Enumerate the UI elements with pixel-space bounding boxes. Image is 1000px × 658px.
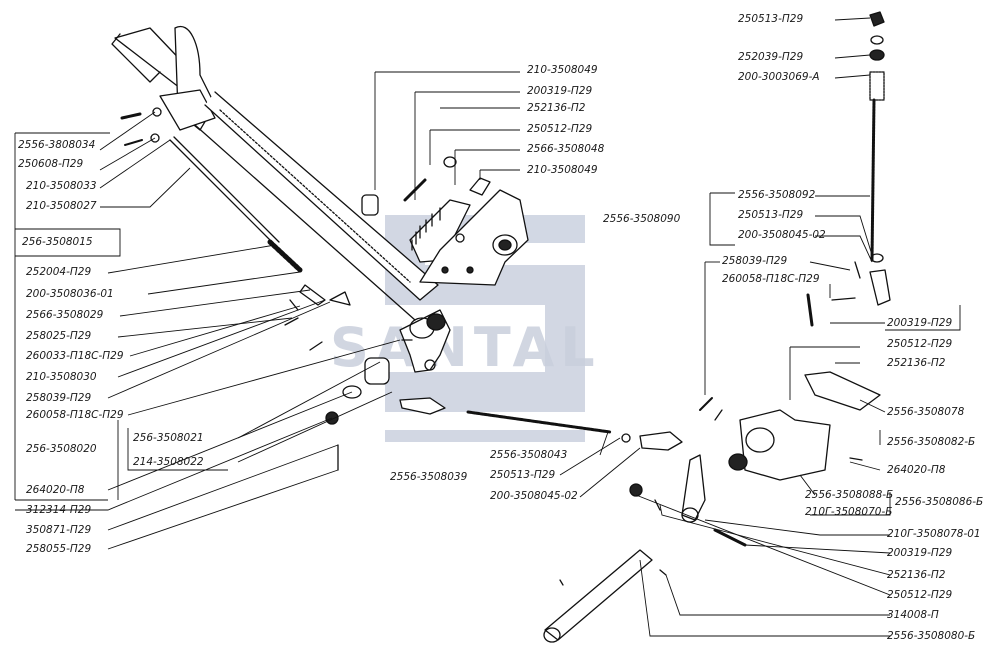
part-label: 210-3508049 <box>527 64 598 76</box>
part-label: 250513-П29 <box>738 209 804 221</box>
part-label: 210-3508049 <box>527 164 598 176</box>
part-label: 252136-П2 <box>887 357 946 369</box>
part-label: 200-3508045-02 <box>738 229 826 241</box>
part-label: 2556-3508092 <box>738 189 816 201</box>
part-label: 250513-П29 <box>490 469 556 481</box>
part-label: 250608-П29 <box>18 158 84 170</box>
part-label: 258039-П29 <box>722 255 788 267</box>
part-label: 2556-3508082-Б <box>887 436 976 448</box>
part-label: 210-3508027 <box>26 200 97 212</box>
part-label: 2556-3808034 <box>18 139 96 151</box>
part-label: 256-3508021 <box>133 432 204 444</box>
part-label: 200319-П29 <box>527 85 593 97</box>
part-label: 256-3508015 <box>22 236 93 248</box>
part-label: 250512-П29 <box>887 338 953 350</box>
part-label: 350871-П29 <box>26 524 92 536</box>
part-label: 250513-П29 <box>738 13 804 25</box>
part-label: 2556-3508078 <box>887 406 965 418</box>
part-label: 260058-П18С-П29 <box>26 409 124 421</box>
part-label: 210-3508033 <box>26 180 97 192</box>
part-label: 314008-П <box>887 609 939 621</box>
part-label: 2556-3508090 <box>603 213 681 225</box>
part-label: 210-3508030 <box>26 371 97 383</box>
part-label: 200-3508036-01 <box>26 288 114 300</box>
part-label: 258025-П29 <box>26 330 92 342</box>
part-label: 264020-П8 <box>887 464 946 476</box>
part-label: 260033-П18С-П29 <box>26 350 124 362</box>
part-label: 2566-3508029 <box>26 309 104 321</box>
part-label: 210Г-3508070-Б <box>805 506 893 518</box>
part-label: 252004-П29 <box>26 266 92 278</box>
part-label: 258039-П29 <box>26 392 92 404</box>
part-label: 256-3508020 <box>26 443 97 455</box>
part-label: 252039-П29 <box>738 51 804 63</box>
part-label: 2566-3508048 <box>527 143 605 155</box>
part-label: 252136-П2 <box>887 569 946 581</box>
part-label: 264020-П8 <box>26 484 85 496</box>
part-label: 2556-3508043 <box>490 449 568 461</box>
part-label: 2556-3508080-Б <box>887 630 976 642</box>
part-label: 2556-3508039 <box>390 471 468 483</box>
part-label: 250512-П29 <box>527 123 593 135</box>
part-label: 214-3508022 <box>133 456 204 468</box>
part-label: 312314-П29 <box>26 504 92 516</box>
part-label: 200319-П29 <box>887 317 953 329</box>
part-label: 258055-П29 <box>26 543 92 555</box>
part-label: 260058-П18С-П29 <box>722 273 820 285</box>
part-label: 200319-П29 <box>887 547 953 559</box>
part-label: 200-3003069-А <box>738 71 820 83</box>
part-label: 252136-П2 <box>527 102 586 114</box>
part-label: 200-3508045-02 <box>490 490 578 502</box>
part-label: 2556-3508086-Б <box>895 496 984 508</box>
part-label: 210Г-3508078-01 <box>887 528 981 540</box>
part-label: 2556-3508088-Б <box>805 489 894 501</box>
part-label: 250512-П29 <box>887 589 953 601</box>
